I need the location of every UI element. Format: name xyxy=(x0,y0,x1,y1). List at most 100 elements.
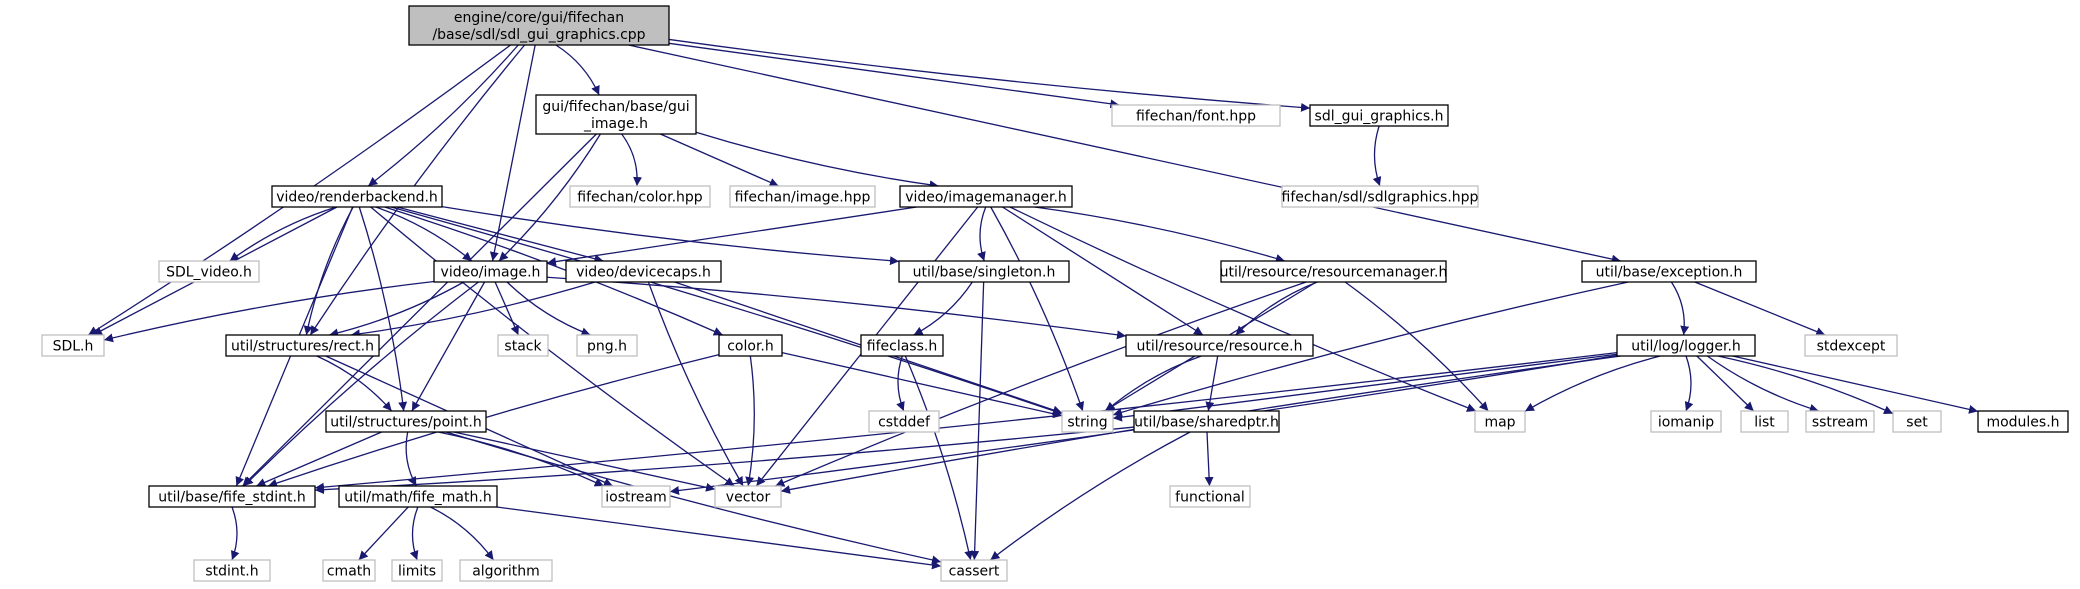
node-cstddef: cstddef xyxy=(868,410,940,433)
node-exception[interactable]: util/base/exception.h xyxy=(1581,260,1757,283)
edge-fifeclass-to-cstddef xyxy=(896,355,905,412)
node-root[interactable]: engine/core/gui/fifechan/base/sdl/sdl_gu… xyxy=(408,5,670,46)
node-label: fifechan/image.hpp xyxy=(735,190,871,206)
edge-point-to-fife_math xyxy=(405,431,417,487)
node-box xyxy=(718,334,783,357)
node-singleton[interactable]: util/base/singleton.h xyxy=(898,260,1070,283)
edge-exception-to-string xyxy=(1112,281,1629,417)
edge-exception-to-stdexcept xyxy=(1694,281,1826,336)
node-label: fifechan/color.hpp xyxy=(577,190,702,206)
node-box xyxy=(271,185,443,208)
edge-line xyxy=(1344,281,1489,412)
node-label: vector xyxy=(726,490,771,506)
node-label: util/resource/resourcemanager.h xyxy=(1220,265,1448,281)
node-box xyxy=(322,559,376,582)
node-label: gui/fifechan/base/gui xyxy=(542,99,689,115)
edge-line xyxy=(668,42,1120,109)
edge-renderbackend-to-point xyxy=(358,206,408,412)
edge-gui_image-to-image_hpp xyxy=(660,133,779,187)
node-imagemanager[interactable]: video/imagemanager.h xyxy=(899,185,1073,208)
edge-resourcemanager-to-vector xyxy=(775,281,1307,487)
edge-resourcemanager-to-resource xyxy=(1235,281,1318,336)
edge-line xyxy=(546,206,917,267)
node-sdl-gui-graphics-h[interactable]: sdl_gui_graphics.h xyxy=(1309,104,1449,127)
node-point[interactable]: util/structures/point.h xyxy=(325,410,487,433)
edge-imagemanager-to-map xyxy=(1009,206,1477,412)
node-label: iomanip xyxy=(1658,415,1714,431)
edge-renderbackend-to-singleton xyxy=(441,206,900,266)
node-label: sdl_gui_graphics.h xyxy=(1315,109,1444,125)
edge-line xyxy=(647,281,744,487)
edge-line xyxy=(506,281,591,336)
node-label: cassert xyxy=(949,564,1000,580)
node-box xyxy=(729,185,876,208)
edge-resource-to-sharedptr xyxy=(1205,355,1219,412)
edge-singleton-to-cassert xyxy=(970,281,985,561)
node-map: map xyxy=(1474,410,1526,433)
node-fife-stdint[interactable]: util/base/fife_stdint.h xyxy=(148,485,316,508)
node-box xyxy=(1281,185,1479,208)
edge-imagemanager-to-video_image xyxy=(546,206,917,267)
edge-video_image-to-resource xyxy=(546,276,1127,340)
edge-line xyxy=(977,206,987,262)
node-fifeclass[interactable]: fifeclass.h xyxy=(860,334,944,357)
node-box xyxy=(1309,104,1449,127)
edge-fife_math-to-algorithm xyxy=(430,506,495,561)
edge-gui_image-to-fife_stdint xyxy=(242,133,597,487)
node-label: string xyxy=(1067,415,1107,431)
node-video-image[interactable]: video/image.h xyxy=(433,260,548,283)
edge-color_h-to-vector xyxy=(745,355,755,487)
edge-line xyxy=(1706,355,1819,413)
edge-line xyxy=(445,431,942,565)
node-box xyxy=(576,334,638,357)
edge-line xyxy=(1696,355,1755,412)
edge-line xyxy=(781,351,1063,419)
node-rect[interactable]: util/structures/rect.h xyxy=(225,334,380,357)
node-label: stdexcept xyxy=(1817,339,1886,355)
node-label: util/resource/resource.h xyxy=(1136,339,1302,355)
edge-line xyxy=(1235,281,1318,336)
node-label: cmath xyxy=(327,564,371,580)
edge-line xyxy=(628,44,1621,264)
node-label: stdint.h xyxy=(205,564,258,580)
node-resource[interactable]: util/resource/resource.h xyxy=(1125,334,1314,357)
node-color-h[interactable]: color.h xyxy=(718,334,783,357)
node-label: stack xyxy=(504,339,542,355)
node-logger[interactable]: util/log/logger.h xyxy=(1616,334,1756,357)
node-box xyxy=(1169,485,1251,508)
edge-logger-to-iomanip xyxy=(1684,355,1694,412)
edge-root-to-exception xyxy=(628,44,1621,264)
edge-resource-to-string xyxy=(1105,355,1202,412)
edge-fife_math-to-cmath xyxy=(358,506,409,561)
edge-line xyxy=(489,44,536,262)
edge-exception-to-logger xyxy=(1670,281,1690,336)
node-gui-image[interactable]: gui/fifechan/base/gui_image.h xyxy=(535,94,697,135)
edge-point-to-vector xyxy=(453,431,716,492)
edge-renderbackend-to-video_image xyxy=(375,206,473,262)
node-modules[interactable]: modules.h xyxy=(1977,410,2069,433)
edge-line xyxy=(350,281,596,339)
edge-renderbackend-to-vector xyxy=(370,206,735,487)
node-sharedptr[interactable]: util/base/sharedptr.h xyxy=(1133,410,1280,433)
node-resourcemanager[interactable]: util/resource/resourcemanager.h xyxy=(1220,260,1448,283)
node-list: list xyxy=(1740,410,1789,433)
edge-line xyxy=(1372,125,1382,187)
node-box xyxy=(338,485,498,508)
node-stack: stack xyxy=(497,334,549,357)
node-renderbackend[interactable]: video/renderbackend.h xyxy=(271,185,443,208)
edge-line xyxy=(1034,206,1286,263)
node-box xyxy=(497,334,549,357)
node-label: sstream xyxy=(1812,415,1868,431)
edge-imagemanager-to-resource xyxy=(1002,206,1204,336)
node-box xyxy=(408,5,670,46)
edge-line xyxy=(494,281,519,336)
edge-line xyxy=(267,354,720,488)
edge-resourcemanager-to-map xyxy=(1344,281,1489,412)
edge-point-to-cassert xyxy=(445,431,942,565)
node-fife-math[interactable]: util/math/fife_math.h xyxy=(338,485,498,508)
edge-fife_math-to-cassert xyxy=(496,506,942,570)
node-devicecaps[interactable]: video/devicecaps.h xyxy=(565,260,722,283)
node-label: color.h xyxy=(727,339,774,355)
node-box xyxy=(433,260,548,283)
edge-line xyxy=(745,355,755,487)
